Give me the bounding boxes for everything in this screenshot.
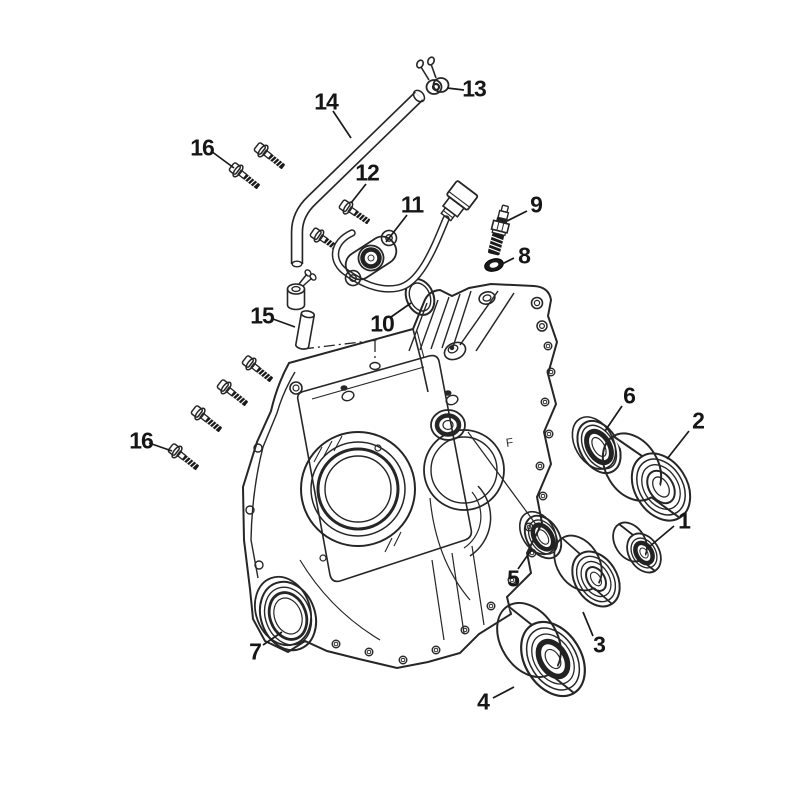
callout-5: 5 [507,565,520,592]
centerline [302,339,378,361]
leader-line-12 [350,183,367,204]
leader-line-6 [604,405,623,432]
leader-line-10 [390,302,412,318]
part-8-seal-washer [484,258,504,272]
callout-3: 3 [593,631,606,658]
callout-15: 15 [250,302,275,329]
callout-10: 10 [370,310,395,337]
part-15-dowel-pin [295,310,316,350]
part-16-bolt-bottom [167,443,199,470]
part-7-seal-bore [254,575,318,652]
leader-line-1 [648,525,675,548]
callout-4: 4 [477,688,490,715]
part-9-temp-sensor [488,204,511,256]
callout-8: 8 [518,242,531,269]
part-16-bolt-top-a [253,142,285,169]
part-5-oil-seal [518,510,563,560]
crankcase-drawing: F [241,282,559,670]
hose-end-clamp [286,269,317,311]
leader-line-16b [148,442,173,452]
leader-line-2 [666,430,690,460]
leader-line-3 [582,611,594,637]
part-14-hose [290,89,426,268]
cover-opening [300,431,416,553]
part-4-bearing [496,601,586,698]
sensor-flange [344,229,398,287]
part-13-hose-clamp [415,56,450,95]
part-11-sensor-assembly [331,180,479,293]
callout-16-bottom: 16 [129,427,154,454]
callout-2: 2 [692,407,705,434]
leader-lines [148,87,690,699]
case-bores [423,409,505,557]
leader-line-5 [517,548,533,570]
cover-bolt-row-a [241,355,273,382]
callout-1: 1 [678,507,691,534]
part-1-bearing [612,521,662,574]
leader-line-16a [210,150,235,169]
part-3-bearing [553,534,621,608]
cover-bolt-row-c [190,405,222,432]
callout-12: 12 [355,159,380,186]
casting-mark: F [505,435,514,450]
leader-line-15 [272,318,296,328]
callout-11: 11 [400,191,424,218]
callout-9: 9 [530,191,543,218]
leader-line-14 [332,110,352,139]
leader-line-7 [262,631,283,646]
connector-plug [440,180,479,222]
cover-studs [340,385,459,406]
part-16-bolt-top-b [228,162,260,189]
callout-14: 14 [314,88,339,115]
leader-line-9 [506,210,528,222]
part-12-bolt-a [338,199,371,225]
leader-line-4 [492,686,515,699]
leader-line-11 [385,214,408,243]
leader-line-13 [446,87,465,91]
callout-13: 13 [462,75,487,102]
callout-16-top: 16 [190,134,215,161]
callout-7: 7 [249,638,262,665]
callout-6: 6 [623,382,636,409]
cover-bolt-row-b [216,379,248,406]
leader-line-8 [501,257,515,265]
part-2-bearing [601,432,692,522]
